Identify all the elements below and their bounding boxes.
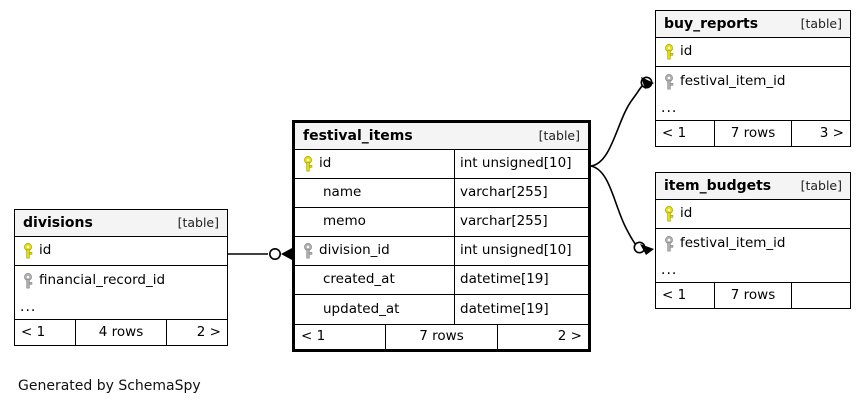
table-festival-items-pager: < 1 7 rows 2 > xyxy=(295,324,588,349)
column-divisions-id: id xyxy=(15,237,227,265)
pager-next-button[interactable]: 3 > xyxy=(819,124,844,141)
column-label: id xyxy=(39,242,52,259)
column-festival-items-division-id: division_id xyxy=(295,237,454,265)
column-type: datetime[19] xyxy=(454,266,588,294)
table-divisions-tag: [table] xyxy=(177,214,219,230)
table-divisions-title: divisions xyxy=(23,215,93,231)
table-item-budgets-ellipsis: ... xyxy=(656,258,850,283)
pager-row-count: 7 rows xyxy=(714,121,792,146)
table-row[interactable]: updated_at datetime[19] xyxy=(295,295,588,324)
table-item-budgets-header: item_budgets [table] xyxy=(656,173,850,200)
table-row[interactable]: festival_item_id xyxy=(656,67,850,96)
pager-prev-button[interactable]: < 1 xyxy=(301,328,326,345)
pager-next-button[interactable] xyxy=(792,283,850,308)
column-type: varchar[255] xyxy=(454,179,588,207)
column-buy-reports-festival-item-id: festival_item_id xyxy=(656,67,850,96)
table-row[interactable]: festival_item_id xyxy=(656,229,850,258)
table-row[interactable]: name varchar[255] xyxy=(295,179,588,208)
primary-key-icon xyxy=(662,205,676,223)
table-divisions[interactable]: divisions [table] id financial_reco xyxy=(14,209,228,346)
table-divisions-ellipsis: ... xyxy=(15,295,227,320)
pager-prev-button[interactable]: < 1 xyxy=(662,124,687,141)
table-festival-items-tag: [table] xyxy=(538,127,580,143)
table-divisions-columns: id financial_record_id xyxy=(15,237,227,295)
pager-next-button[interactable]: 2 > xyxy=(557,328,582,345)
column-label: id xyxy=(680,205,693,222)
table-festival-items-title: festival_items xyxy=(303,128,413,144)
pager-row-count: 7 rows xyxy=(714,283,792,308)
pager-next-button[interactable]: 2 > xyxy=(196,323,221,340)
connector-arrow-divisions xyxy=(281,248,292,260)
connector-festival-items-to-buy-reports xyxy=(590,84,644,167)
table-divisions-pager: < 1 4 rows 2 > xyxy=(15,320,227,345)
connector-arrow-buy-reports xyxy=(641,77,654,89)
table-buy-reports[interactable]: buy_reports [table] id festival_ite xyxy=(655,10,851,147)
foreign-key-icon xyxy=(662,73,676,91)
pager-prev-button[interactable]: < 1 xyxy=(662,286,687,303)
pager-row-count: 4 rows xyxy=(75,320,167,345)
table-row[interactable]: created_at datetime[19] xyxy=(295,266,588,295)
column-type: int unsigned[10] xyxy=(454,150,588,178)
column-label: updated_at xyxy=(323,300,400,317)
table-buy-reports-header: buy_reports [table] xyxy=(656,11,850,38)
connector-festival-items-to-item-budgets xyxy=(590,165,637,246)
table-item-budgets-pager: < 1 7 rows xyxy=(656,283,850,308)
foreign-key-icon xyxy=(21,272,35,290)
column-type: varchar[255] xyxy=(454,208,588,236)
table-festival-items[interactable]: festival_items [table] id int unsigned[1… xyxy=(292,120,591,352)
column-divisions-financial-record-id: financial_record_id xyxy=(15,266,227,295)
table-buy-reports-ellipsis: ... xyxy=(656,96,850,121)
column-buy-reports-id: id xyxy=(656,38,850,66)
connector-circle-divisions xyxy=(268,248,281,261)
table-item-budgets-columns: id festival_item_id xyxy=(656,200,850,258)
column-type: int unsigned[10] xyxy=(454,237,588,265)
column-label: id xyxy=(319,155,332,172)
table-festival-items-columns: id int unsigned[10] name varchar[255] me… xyxy=(295,150,588,324)
table-divisions-header: divisions [table] xyxy=(15,210,227,237)
table-festival-items-header: festival_items [table] xyxy=(295,123,588,150)
column-label: memo xyxy=(323,213,366,230)
column-festival-items-name: name xyxy=(295,179,454,207)
column-festival-items-id: id xyxy=(295,150,454,178)
table-row[interactable]: division_id int unsigned[10] xyxy=(295,237,588,266)
table-buy-reports-pager: < 1 7 rows 3 > xyxy=(656,121,850,146)
column-label: name xyxy=(323,184,362,201)
column-label: festival_item_id xyxy=(680,234,786,251)
column-item-budgets-festival-item-id: festival_item_id xyxy=(656,229,850,258)
table-row[interactable]: financial_record_id xyxy=(15,266,227,295)
pager-prev-button[interactable]: < 1 xyxy=(21,323,46,340)
table-row[interactable]: id xyxy=(656,200,850,229)
table-row[interactable]: id xyxy=(656,38,850,67)
table-item-budgets-tag: [table] xyxy=(800,177,842,193)
primary-key-icon xyxy=(662,43,676,61)
column-label: created_at xyxy=(323,271,395,288)
foreign-key-icon xyxy=(662,235,676,253)
primary-key-icon xyxy=(301,155,315,173)
column-item-budgets-id: id xyxy=(656,200,850,228)
column-label: division_id xyxy=(319,242,390,259)
table-row[interactable]: memo varchar[255] xyxy=(295,208,588,237)
generated-by-caption: Generated by SchemaSpy xyxy=(18,378,201,394)
column-label: festival_item_id xyxy=(680,72,786,89)
table-item-budgets[interactable]: item_budgets [table] id festival_it xyxy=(655,172,851,309)
pager-row-count: 7 rows xyxy=(385,325,498,349)
foreign-key-icon xyxy=(301,242,315,260)
primary-key-icon xyxy=(21,242,35,260)
table-buy-reports-columns: id festival_item_id xyxy=(656,38,850,96)
table-row[interactable]: id xyxy=(15,237,227,266)
connector-arrow-item-budgets xyxy=(640,244,654,255)
column-festival-items-updated-at: updated_at xyxy=(295,295,454,324)
column-festival-items-memo: memo xyxy=(295,208,454,236)
table-row[interactable]: id int unsigned[10] xyxy=(295,150,588,179)
table-item-budgets-title: item_budgets xyxy=(664,178,772,194)
column-type: datetime[19] xyxy=(454,295,588,324)
column-label: id xyxy=(680,43,693,60)
table-buy-reports-title: buy_reports xyxy=(664,16,759,32)
column-label: financial_record_id xyxy=(39,271,166,288)
column-festival-items-created-at: created_at xyxy=(295,266,454,294)
table-buy-reports-tag: [table] xyxy=(800,15,842,31)
